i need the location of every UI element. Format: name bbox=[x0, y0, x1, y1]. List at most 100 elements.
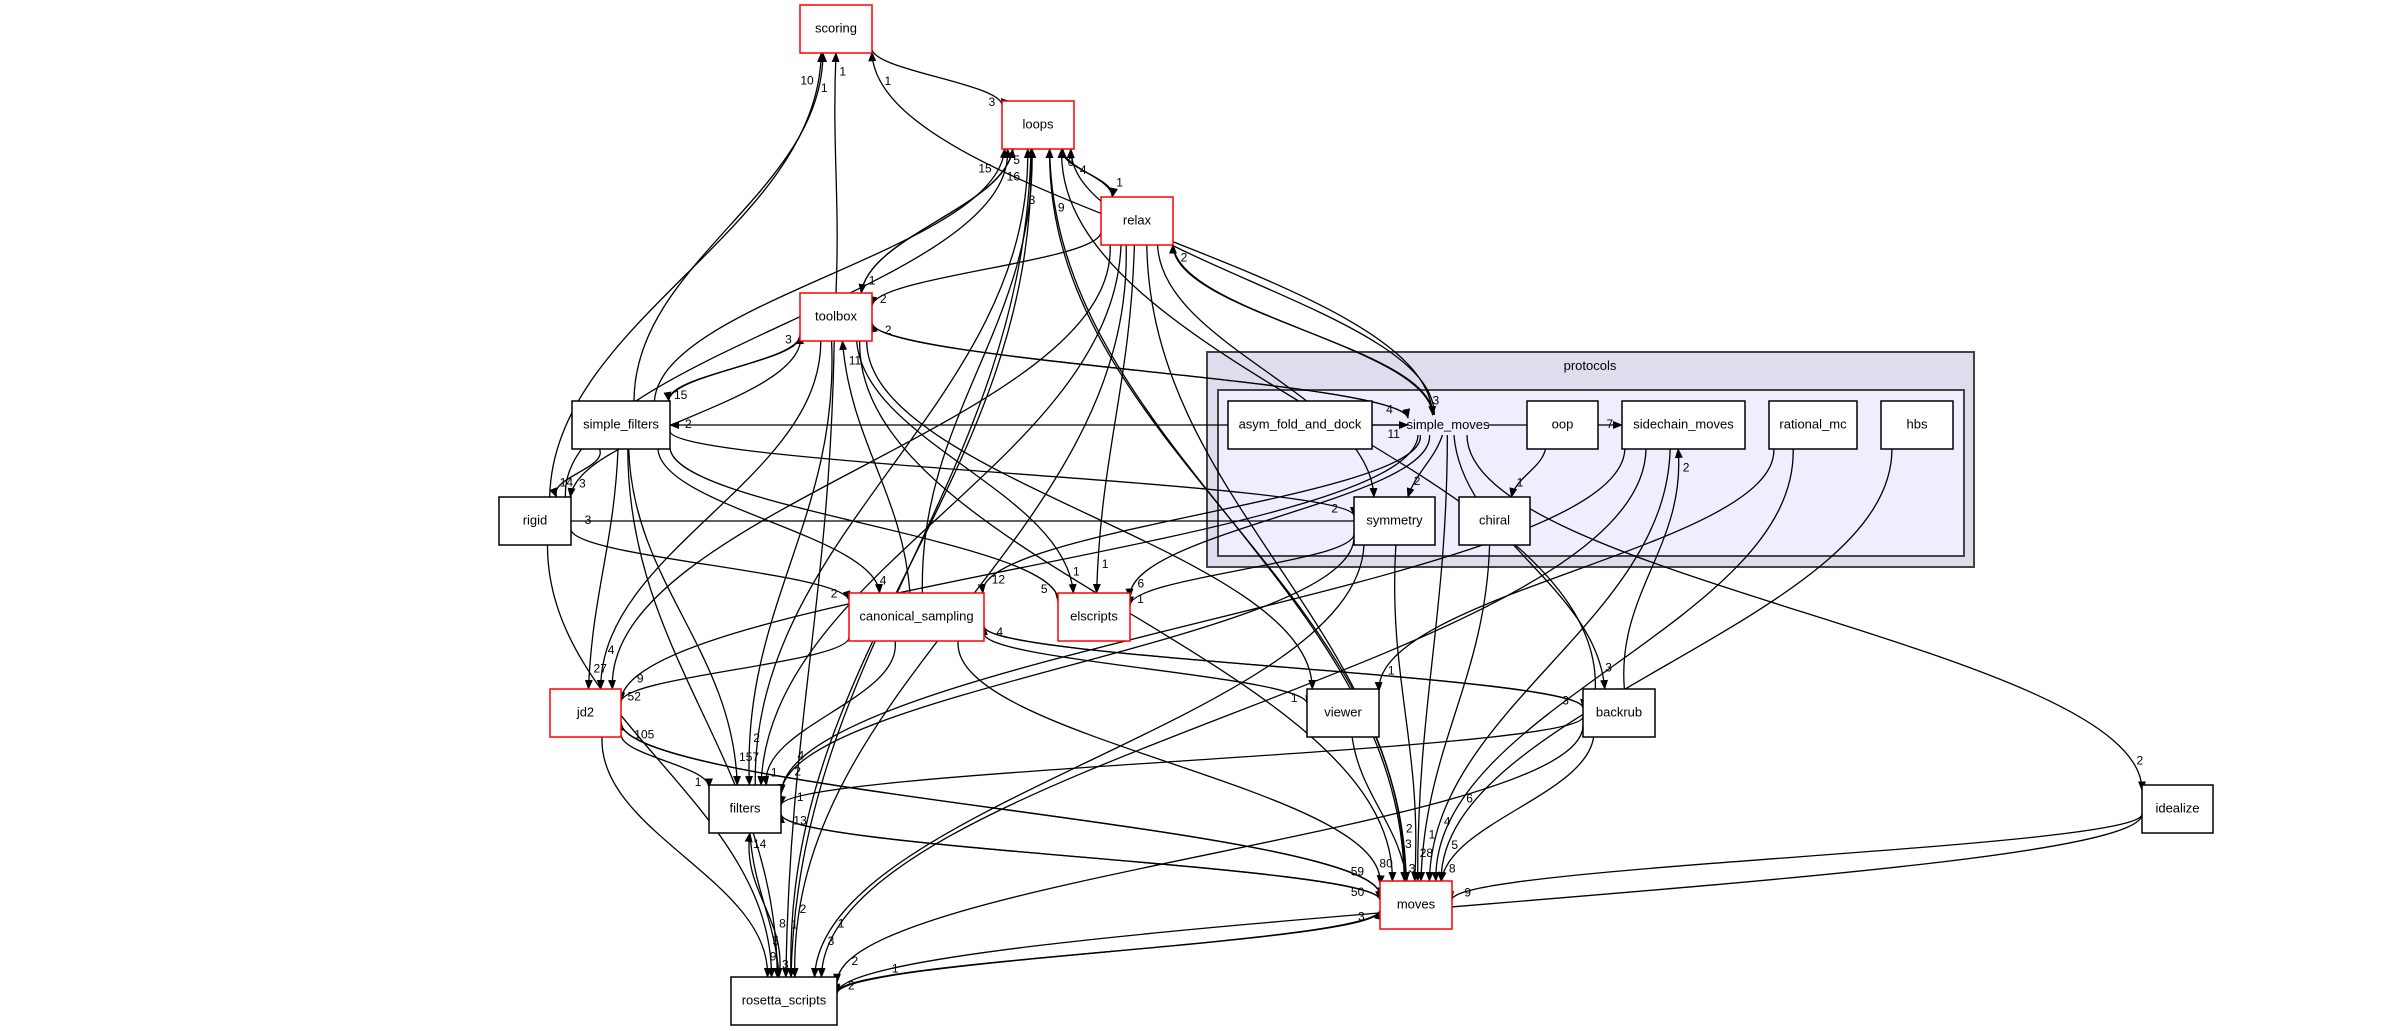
node-box[interactable] bbox=[1768, 400, 1858, 450]
node-box[interactable] bbox=[799, 292, 873, 342]
edge-backrub-to-sidechain_moves bbox=[1623, 448, 1683, 690]
node-box[interactable] bbox=[1582, 688, 1656, 738]
edge-label: 11 bbox=[849, 354, 862, 368]
edge-rosetta_scripts-to-moves bbox=[836, 909, 1382, 994]
edge-canonical_sampling-to-toolbox bbox=[839, 340, 911, 594]
node-box[interactable] bbox=[1057, 592, 1131, 642]
edge-toolbox-to-rigid bbox=[567, 340, 802, 498]
edge-label: 4 bbox=[996, 625, 1003, 639]
edge-label: 105 bbox=[634, 728, 654, 742]
node-rigid[interactable]: rigid bbox=[498, 496, 572, 546]
edge-label: 3 bbox=[585, 513, 592, 527]
edge-label: 1 bbox=[797, 790, 804, 804]
node-label: idealize bbox=[2155, 800, 2199, 815]
edge-label: 11 bbox=[1387, 427, 1400, 441]
node-elscripts[interactable]: elscripts bbox=[1057, 592, 1131, 642]
edge-hbs-to-moves bbox=[1437, 448, 1893, 882]
node-box[interactable] bbox=[571, 400, 671, 450]
edge-symmetry-to-filters bbox=[777, 538, 1355, 795]
nodes: scoring loops relax toolbox simple_filtersri… bbox=[498, 4, 2214, 1026]
edge-label: 3 bbox=[828, 934, 835, 948]
edge-relax-to-toolbox bbox=[869, 232, 1102, 307]
edge-label: 27 bbox=[594, 662, 608, 676]
node-box[interactable] bbox=[1227, 400, 1373, 450]
edge-label: 1 bbox=[1137, 592, 1144, 606]
edge-label: 5 bbox=[1041, 582, 1048, 596]
cluster-protocols[interactable]: protocols simple_moves bbox=[1206, 351, 1975, 568]
node-idealize[interactable]: idealize bbox=[2141, 784, 2214, 834]
edge-label: 1 bbox=[821, 81, 828, 95]
edge-label: 3 bbox=[1409, 861, 1416, 875]
edge-label: 80 bbox=[1379, 857, 1393, 871]
node-oop[interactable]: oop bbox=[1526, 400, 1599, 450]
node-box[interactable] bbox=[1353, 496, 1436, 546]
node-label: filters bbox=[729, 800, 761, 815]
node-label: rational_mc bbox=[1779, 416, 1847, 431]
node-loops[interactable]: loops bbox=[1001, 100, 1075, 150]
node-box[interactable] bbox=[1100, 196, 1174, 246]
edge-label: 1 bbox=[892, 961, 899, 975]
edge-sidechain_moves-to-rosetta_scripts bbox=[817, 448, 1647, 978]
node-label: asym_fold_and_dock bbox=[1239, 416, 1362, 431]
edge-backrub-to-moves bbox=[1438, 736, 1595, 882]
edge-label: 3 bbox=[1562, 694, 1569, 708]
edge-label: 1 bbox=[838, 916, 845, 930]
node-rosetta-scripts[interactable]: rosetta_scripts bbox=[730, 976, 838, 1026]
node-box[interactable] bbox=[1458, 496, 1531, 546]
edge-toolbox-to-rosetta_scripts bbox=[781, 340, 835, 978]
edge-simple_filters-to-symmetry bbox=[669, 430, 1358, 517]
edge-jd2-to-rosetta_scripts bbox=[601, 736, 772, 978]
edge-label: 3 bbox=[1405, 837, 1412, 851]
node-scoring[interactable]: scoring bbox=[799, 4, 873, 54]
node-box[interactable] bbox=[2141, 784, 2214, 834]
node-hbs[interactable]: hbs bbox=[1880, 400, 1954, 450]
edge-simple_filters-to-loops bbox=[653, 148, 1008, 402]
edge-loops-to-moves bbox=[1048, 148, 1409, 882]
edge-label: 2 bbox=[880, 292, 887, 306]
node-moves[interactable]: moves bbox=[1379, 880, 1453, 930]
edge-toolbox-to-filters bbox=[745, 340, 833, 786]
node-box[interactable] bbox=[1526, 400, 1599, 450]
edge-label: 1 bbox=[1073, 565, 1080, 579]
node-box[interactable] bbox=[799, 4, 873, 54]
node-label: jd2 bbox=[576, 704, 594, 719]
node-box[interactable] bbox=[549, 688, 622, 738]
edge-relax-to-elscripts bbox=[1092, 244, 1136, 594]
edge-label: 3 bbox=[1605, 661, 1612, 675]
node-symmetry[interactable]: symmetry bbox=[1353, 496, 1436, 546]
node-box[interactable] bbox=[498, 496, 572, 546]
node-toolbox[interactable]: toolbox bbox=[799, 292, 873, 342]
node-filters[interactable]: filters bbox=[708, 784, 782, 834]
node-box[interactable] bbox=[730, 976, 838, 1026]
node-jd2[interactable]: jd2 bbox=[549, 688, 622, 738]
node-label: simple_filters bbox=[583, 416, 659, 431]
node-relax[interactable]: relax bbox=[1100, 196, 1174, 246]
edge-jd2-to-moves bbox=[620, 721, 1385, 898]
node-canonical-sampling[interactable]: canonical_sampling bbox=[848, 592, 985, 642]
node-box[interactable] bbox=[1880, 400, 1954, 450]
node-rational-mc[interactable]: rational_mc bbox=[1768, 400, 1858, 450]
node-label: oop bbox=[1552, 416, 1574, 431]
node-asym-fold-and-dock[interactable]: asym_fold_and_dock bbox=[1227, 400, 1373, 450]
node-box[interactable] bbox=[848, 592, 985, 642]
edge-idealize-to-moves bbox=[1446, 812, 2143, 902]
edge-label: 5 bbox=[772, 934, 779, 948]
node-box[interactable] bbox=[1306, 688, 1380, 738]
edge-label: 8 bbox=[779, 916, 786, 930]
node-box[interactable] bbox=[1001, 100, 1075, 150]
node-box[interactable] bbox=[708, 784, 782, 834]
node-box[interactable] bbox=[1621, 400, 1746, 450]
edge-filters-to-loops bbox=[754, 148, 1032, 786]
edge-label: 4 bbox=[797, 748, 804, 762]
node-simple-filters[interactable]: simple_filters bbox=[571, 400, 671, 450]
edge-label: 52 bbox=[628, 690, 642, 704]
node-sidechain-moves[interactable]: sidechain_moves bbox=[1621, 400, 1746, 450]
node-chiral[interactable]: chiral bbox=[1458, 496, 1531, 546]
node-box[interactable] bbox=[1379, 880, 1453, 930]
node-label: hbs bbox=[1907, 416, 1928, 431]
node-viewer[interactable]: viewer bbox=[1306, 688, 1380, 738]
edge-label: 2 bbox=[885, 323, 892, 337]
edge-label: 4 bbox=[1080, 163, 1087, 177]
edge-label: 157 bbox=[739, 750, 759, 764]
node-backrub[interactable]: backrub bbox=[1582, 688, 1656, 738]
